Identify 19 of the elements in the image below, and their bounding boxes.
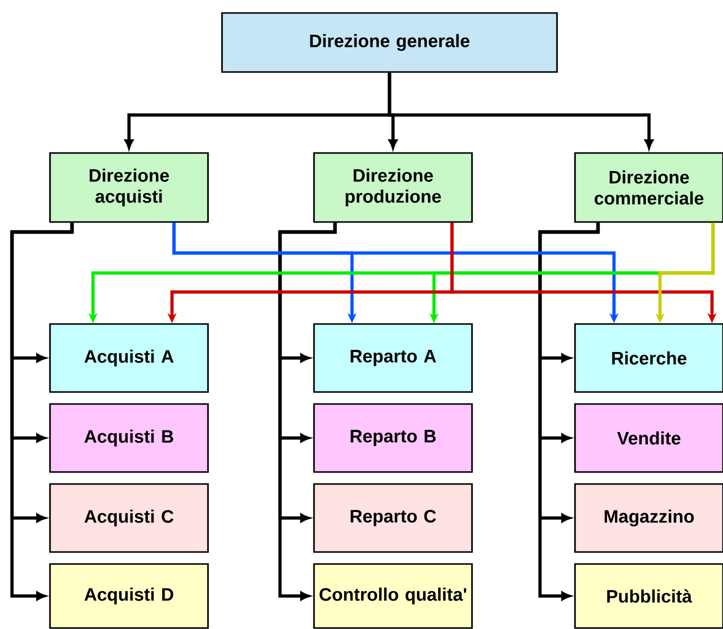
org-box: Acquisti B (49, 403, 209, 473)
org-box: Acquisti D (49, 563, 209, 629)
org-box: Reparto C (313, 483, 473, 553)
org-box: Ricerche (574, 323, 723, 393)
org-box: Reparto A (313, 323, 473, 393)
org-box: Direzione generale (221, 12, 558, 73)
connector-arrow (10, 222, 74, 600)
connector-arrow (278, 222, 337, 600)
org-box: Magazzino (574, 483, 723, 553)
org-box: Controllo qualita' (313, 563, 473, 629)
org-box: Vendite (574, 403, 723, 473)
org-box: Acquisti C (49, 483, 209, 553)
org-box: Pubblicità (574, 563, 723, 629)
org-box: Direzione commerciale (574, 152, 723, 223)
org-box: Reparto B (313, 403, 473, 473)
connector-arrow (538, 222, 600, 600)
org-box: Direzione produzione (313, 152, 473, 223)
org-box: Direzione acquisti (49, 152, 209, 223)
org-box: Acquisti A (49, 323, 209, 393)
